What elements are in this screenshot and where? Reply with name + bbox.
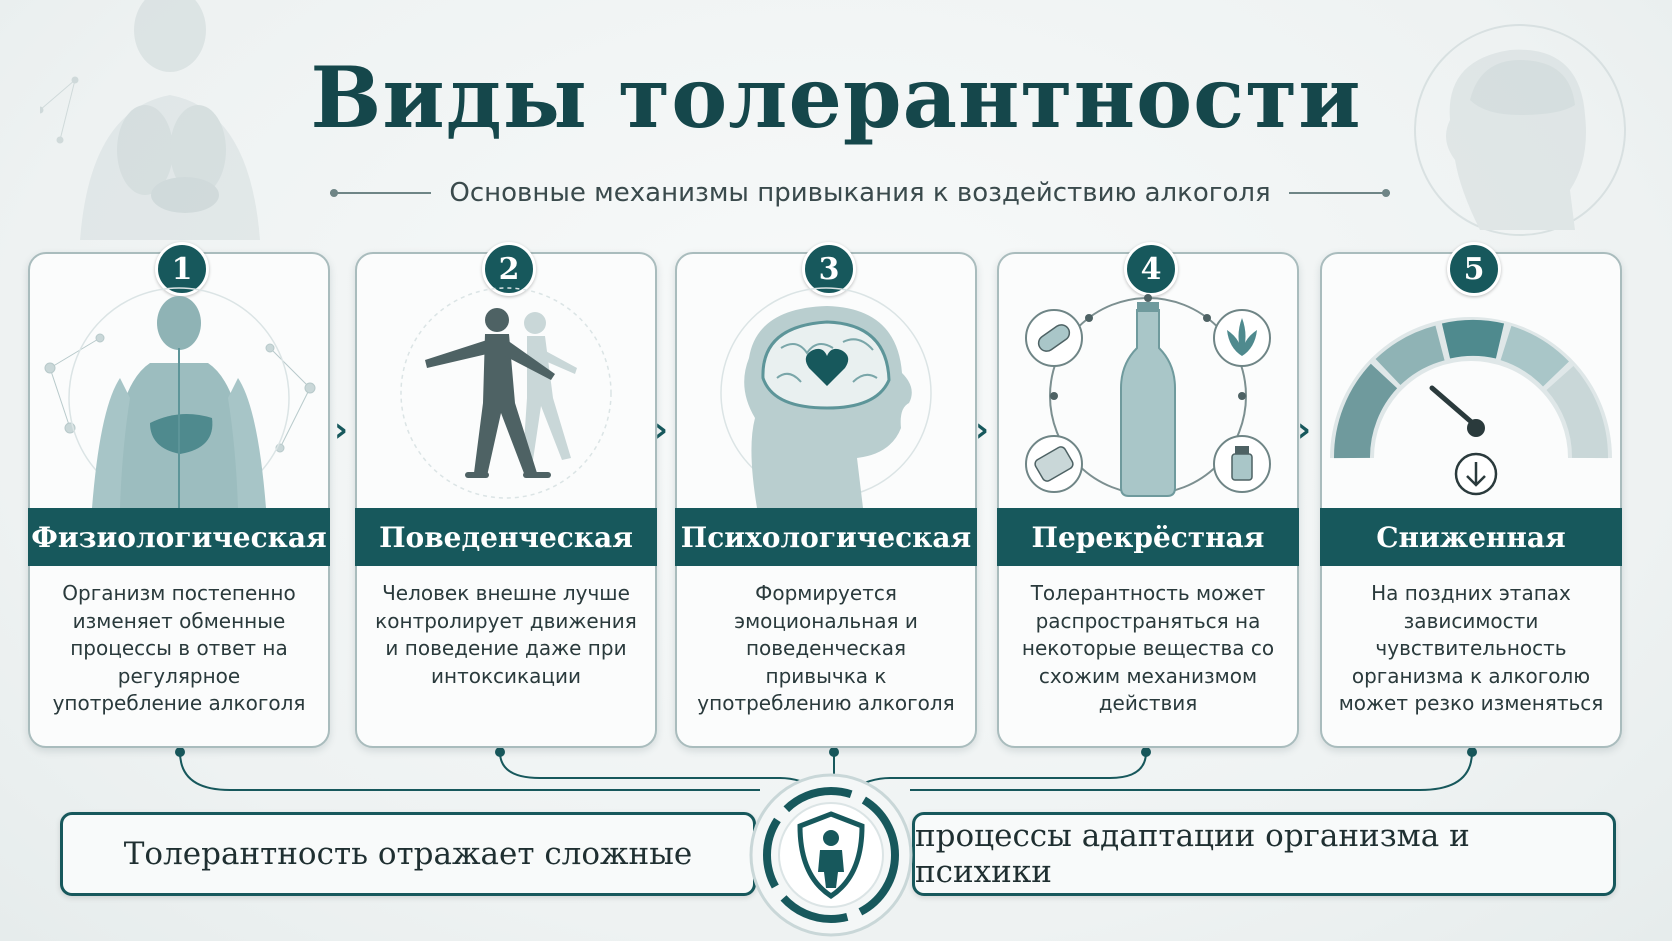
human-body-liver-icon — [44, 287, 316, 508]
walking-man-icon — [400, 287, 612, 499]
card-description: На поздних этапах зависимости чувствител… — [1338, 581, 1604, 715]
subtitle-divider-left — [330, 189, 432, 197]
summary-right-box: процессы адаптации организма и психики — [912, 812, 1616, 896]
chevron-right-icon: › — [1297, 410, 1312, 450]
shield-person-icon — [749, 773, 913, 937]
summary-left-box: Толерантность отражает сложные — [60, 812, 756, 896]
background-body-figure — [40, 0, 260, 240]
card-description: Толерантность может распространяться на … — [1021, 581, 1275, 715]
card-description: Формируется эмоциональная и поведенческа… — [697, 581, 955, 715]
gauge-down-icon — [1330, 317, 1612, 496]
card-psychological: 3 Психологическая Формируется эмоциональ… — [675, 242, 977, 748]
card-number-badge: 5 — [1447, 242, 1501, 296]
card-number-badge: 1 — [155, 242, 209, 296]
page-title: Виды толерантности — [310, 48, 1362, 147]
chevron-right-icon: › — [654, 410, 669, 450]
card-description: Человек внешне лучше контролирует движен… — [375, 581, 637, 688]
summary-left-text: Толерантность отражает сложные — [123, 836, 693, 872]
card-physiological: 1 Физиологическая Организм постепенно из… — [28, 242, 330, 748]
card-title: Сниженная — [1320, 508, 1622, 566]
bottle-substances-icon — [1025, 294, 1271, 497]
card-number-badge: 4 — [1124, 242, 1178, 296]
chevron-right-icon: › — [334, 410, 349, 450]
card-description: Организм постепенно изменяет обменные пр… — [52, 581, 306, 715]
card-behavioral: 2 Поведенческая Человек внешне лучше кон… — [355, 242, 657, 748]
page-subtitle: Основные механизмы привыкания к воздейст… — [449, 178, 1271, 208]
background-head-figure — [1414, 24, 1626, 236]
card-title: Перекрёстная — [997, 508, 1299, 566]
card-number-badge: 2 — [482, 242, 536, 296]
card-title: Психологическая — [675, 508, 977, 566]
chevron-right-icon: › — [975, 410, 990, 450]
card-title: Физиологическая — [28, 508, 330, 566]
card-number-badge: 3 — [802, 242, 856, 296]
brain-heart-head-icon — [720, 287, 932, 508]
summary-right-text: процессы адаптации организма и психики — [915, 818, 1470, 890]
card-cross: 4 Перекрёстная Толерантность может распр… — [997, 242, 1299, 748]
subtitle-row: Основные механизмы привыкания к воздейст… — [330, 178, 1391, 208]
card-reduced: 5 Сниженная На поздних этапах зависимост… — [1320, 242, 1622, 748]
card-title: Поведенческая — [355, 508, 657, 566]
subtitle-divider-right — [1288, 189, 1391, 197]
